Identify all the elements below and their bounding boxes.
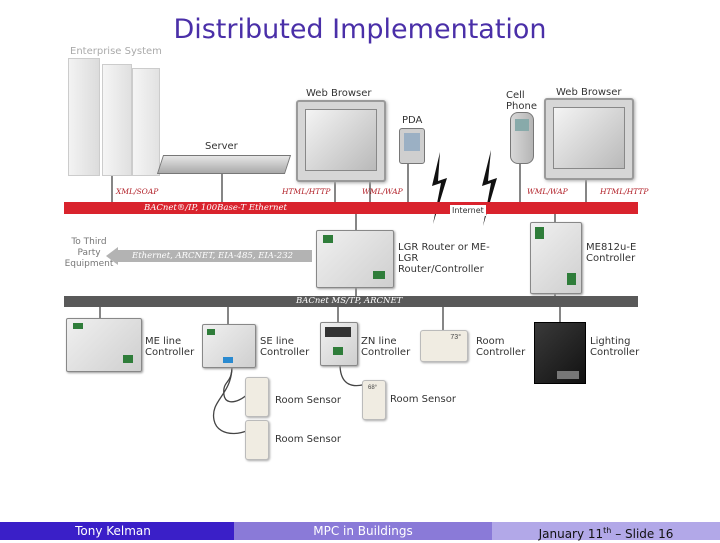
room-sensor-3-label: Room Sensor <box>390 394 456 405</box>
pda-icon <box>399 128 425 164</box>
sensor-reading: 68° <box>368 385 378 391</box>
ethernet-bus: BACnet®/IP, 100Base-T Ethernet <box>64 202 638 214</box>
footer-course: MPC in Buildings <box>234 522 492 540</box>
thermostat-reading: 73° <box>450 334 461 341</box>
web-browser-right-label: Web Browser <box>556 87 622 98</box>
third-party-label: To Third Party Equipment <box>64 237 114 269</box>
web-browser-left-label: Web Browser <box>306 88 372 99</box>
web-browser-monitor-left-icon <box>296 100 386 182</box>
lighting-controller-icon <box>534 322 586 384</box>
se-line-controller-label: SE line Controller <box>260 336 310 358</box>
protocol-wml-wap-1: WML/WAP <box>362 187 403 196</box>
room-controller-label: Room Controller <box>476 336 526 358</box>
mstp-bus: BACnet MS/TP, ARCNET <box>64 296 638 307</box>
footer-slide-text: – Slide 16 <box>611 527 674 541</box>
legacy-bus-label: Ethernet, ARCNET, EIA-485, EIA-232 <box>132 251 294 261</box>
zn-line-controller-label: ZN line Controller <box>361 336 411 358</box>
mstp-bus-label: BACnet MS/TP, ARCNET <box>296 296 403 306</box>
footer-course-text: MPC in Buildings <box>313 524 413 538</box>
me812u-controller-label: ME812u-E Controller <box>586 242 637 264</box>
server-icon <box>156 155 292 174</box>
slide-title: Distributed Implementation <box>173 14 547 45</box>
enterprise-system-label: Enterprise System <box>70 46 162 57</box>
footer-author: Tony Kelman <box>0 522 234 540</box>
footer-date-slide: January 11th – Slide 16 <box>492 522 720 541</box>
lighting-controller-label: Lighting Controller <box>590 336 640 358</box>
wireless-bolt-right <box>482 150 497 226</box>
protocol-xml-soap: XML/SOAP <box>116 187 159 196</box>
cell-phone-label: Cell Phone <box>506 90 537 112</box>
network-diagram: Enterprise System Server Web Browser PDA… <box>64 46 649 460</box>
me-line-controller-icon <box>66 318 142 372</box>
room-controller-thermostat-icon: 73° <box>420 330 468 362</box>
legacy-bus-arrow-icon <box>106 247 118 265</box>
room-sensor-3-icon: 68° <box>362 380 386 420</box>
cell-phone-icon <box>510 112 534 164</box>
ethernet-bus-label: BACnet®/IP, 100Base-T Ethernet <box>144 203 287 213</box>
footer-date-text: January 11 <box>538 527 604 541</box>
server-label: Server <box>205 141 238 152</box>
se-line-controller-icon <box>202 324 256 368</box>
lgr-router-label: LGR Router or ME-LGR Router/Controller <box>398 242 490 275</box>
room-sensor-2-icon <box>245 420 269 460</box>
protocol-html-http-2: HTML/HTTP <box>600 187 649 196</box>
zn-line-controller-icon <box>320 322 358 366</box>
me-line-controller-label: ME line Controller <box>145 336 195 358</box>
enterprise-server-rack-icon <box>68 58 160 176</box>
internet-label: Internet <box>450 205 486 216</box>
footer-date-sup: th <box>603 526 612 535</box>
me812u-controller-icon <box>530 222 582 294</box>
legacy-bus: Ethernet, ARCNET, EIA-485, EIA-232 <box>118 250 312 262</box>
protocol-html-http-1: HTML/HTTP <box>282 187 331 196</box>
room-sensor-1-label: Room Sensor <box>275 395 341 406</box>
pda-label: PDA <box>402 115 423 126</box>
lgr-router-icon <box>316 230 394 288</box>
footer-author-text: Tony Kelman <box>75 524 151 538</box>
room-sensor-1-icon <box>245 377 269 417</box>
protocol-wml-wap-2: WML/WAP <box>527 187 568 196</box>
web-browser-monitor-right-icon <box>544 98 634 180</box>
room-sensor-2-label: Room Sensor <box>275 434 341 445</box>
